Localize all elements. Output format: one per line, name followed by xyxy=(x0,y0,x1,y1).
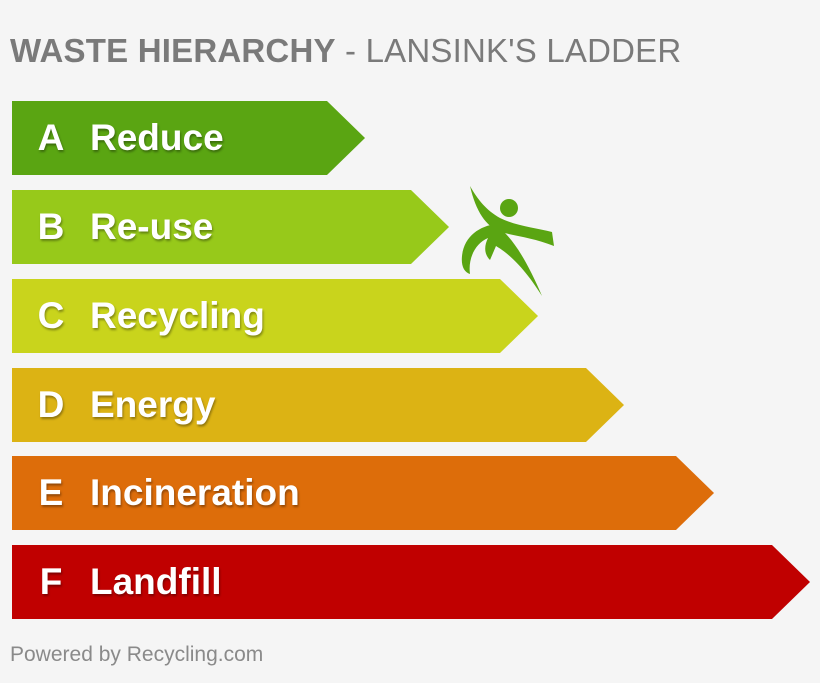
step-label: Reduce xyxy=(90,117,224,158)
title-subtitle: LANSINK'S LADDER xyxy=(365,32,682,69)
figure-arm xyxy=(470,186,554,246)
recycling-figure-icon xyxy=(461,186,554,296)
step-letter: D xyxy=(37,384,65,425)
step-reuse: B Re-use xyxy=(12,190,449,264)
step-energy: D Energy xyxy=(12,368,624,442)
step-reduce: A Reduce xyxy=(12,101,365,175)
step-label: Re-use xyxy=(90,206,214,247)
page-title: WASTE HIERARCHY - LANSINK'S LADDER xyxy=(10,32,681,70)
step-letter: E xyxy=(38,472,64,513)
step-letter: C xyxy=(37,295,65,336)
step-label: Energy xyxy=(90,384,216,425)
step-recycling: C Recycling xyxy=(12,279,538,353)
step-incineration: E Incineration xyxy=(12,456,714,530)
figure-body xyxy=(461,224,542,296)
title-main: WASTE HIERARCHY xyxy=(10,32,336,69)
footer-credit: Powered by Recycling.com xyxy=(10,643,264,666)
step-letter: B xyxy=(37,206,65,247)
step-label: Incineration xyxy=(90,472,300,513)
step-letter: F xyxy=(39,561,63,602)
step-letter: A xyxy=(37,117,65,158)
figure-head xyxy=(500,199,518,217)
step-label: Recycling xyxy=(90,295,265,336)
step-label: Landfill xyxy=(90,561,222,602)
step-landfill: F Landfill xyxy=(12,545,810,619)
title-separator: - xyxy=(335,32,366,69)
